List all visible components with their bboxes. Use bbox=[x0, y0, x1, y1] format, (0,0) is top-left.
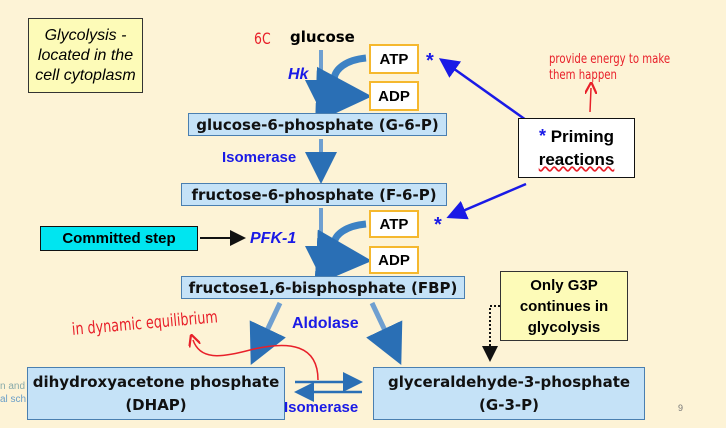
footer-line-1: n and bbox=[0, 381, 26, 392]
priming-star-1: * bbox=[426, 50, 434, 72]
g3p-note-box: Only G3P continues in glycolysis bbox=[500, 271, 628, 341]
priming-title: * Priming bbox=[539, 125, 614, 148]
priming-star-2: * bbox=[434, 214, 442, 236]
committed-step-box: Committed step bbox=[40, 226, 198, 251]
enzyme-hk: Hk bbox=[288, 66, 309, 83]
aldolase-arrow-left bbox=[249, 301, 286, 366]
dhap-box: dihydroxyacetone phosphate (DHAP) bbox=[27, 367, 285, 420]
g3p-box: glyceraldehyde-3-phosphate (G-3-P) bbox=[373, 367, 645, 420]
aldolase-arrow-right bbox=[366, 301, 403, 366]
enzyme-isomerase-1: Isomerase bbox=[222, 149, 297, 166]
adp-box-2: ADP bbox=[369, 246, 419, 274]
f6p-box: fructose-6-phosphate (F-6-P) bbox=[181, 183, 447, 206]
g6p-box: glucose-6-phosphate (G-6-P) bbox=[188, 113, 447, 136]
g3p-line2: (G-3-P) bbox=[479, 395, 539, 414]
dhap-line1: dihydroxyacetone phosphate bbox=[32, 372, 280, 391]
priming-pointer-2 bbox=[446, 182, 527, 220]
glucose-label: glucose bbox=[290, 28, 355, 46]
dhap-line2: (DHAP) bbox=[125, 395, 187, 414]
priming-pointer-1 bbox=[438, 58, 527, 122]
enzyme-aldolase: Aldolase bbox=[292, 315, 359, 332]
atp-box-2: ATP bbox=[369, 210, 419, 238]
atp-adp-curve-arrow-1 bbox=[315, 54, 372, 123]
adp-box-1: ADP bbox=[369, 81, 419, 111]
equilibrium-annotation-arrow bbox=[193, 340, 319, 381]
provide-energy-annotation: provide energy to make them happen bbox=[549, 52, 671, 83]
priming-line1: Priming bbox=[550, 127, 615, 146]
fbp-box: fructose1,6-bisphosphate (FBP) bbox=[181, 276, 465, 299]
g3p-line1: glyceraldehyde-3-phosphate bbox=[387, 372, 631, 391]
enzyme-isomerase-2: Isomerase bbox=[284, 399, 359, 416]
footer-left-text: n and al sch bbox=[0, 380, 26, 406]
atp-box-1: ATP bbox=[369, 44, 419, 74]
priming-line2: reactions bbox=[538, 150, 615, 169]
atp-adp-curve-arrow-2 bbox=[314, 220, 372, 286]
six-carbon-annotation: 6C bbox=[254, 29, 271, 48]
location-note-text: Glycolysis - located in the cell cytopla… bbox=[35, 26, 136, 84]
location-note: Glycolysis - located in the cell cytopla… bbox=[28, 18, 143, 93]
priming-reactions-box: * Priming reactions bbox=[518, 118, 635, 178]
page-number: 9 bbox=[678, 403, 684, 413]
priming-star: * bbox=[538, 126, 546, 146]
g3p-dotted-arrow bbox=[482, 305, 500, 362]
enzyme-pfk1: PFK-1 bbox=[250, 230, 297, 247]
footer-line-2: al sch bbox=[0, 394, 27, 405]
energy-annotation-arrow bbox=[590, 88, 591, 113]
